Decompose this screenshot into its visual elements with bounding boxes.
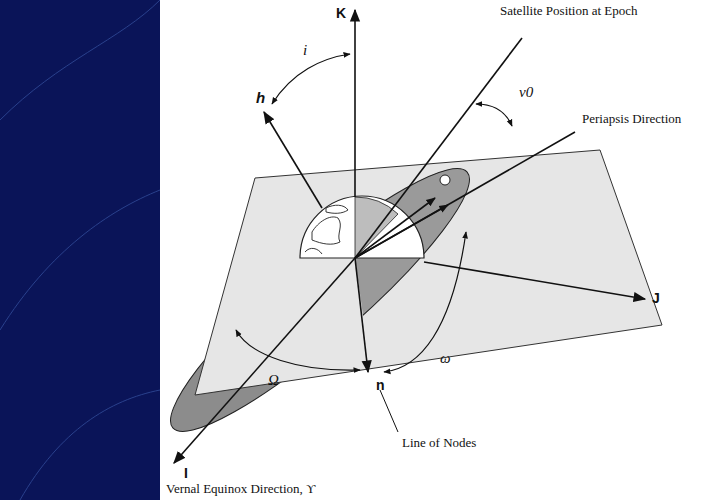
- satellite-direction: [355, 38, 522, 258]
- axis-label: J: [652, 291, 660, 306]
- axis-label: K: [336, 6, 346, 21]
- slide-decoration: [0, 0, 160, 500]
- node-longitude-arc: [236, 330, 360, 370]
- callout-label: Line of Nodes: [402, 436, 476, 450]
- j-axis: [424, 262, 645, 299]
- argument-of-periapsis-arc: [384, 232, 466, 372]
- angle-label: i: [303, 42, 307, 59]
- angle-label: ω: [440, 350, 451, 367]
- vectors: [174, 10, 645, 463]
- caption-label: Vernal Equinox Direction, ϒ: [166, 482, 315, 496]
- line-of-nodes-vector: [355, 258, 368, 372]
- orbit-ellipse-upper: [147, 142, 494, 458]
- angle-label: ν0: [519, 84, 533, 101]
- angle-arcs: [236, 54, 512, 372]
- satellite: [440, 175, 450, 185]
- vector-label: n: [376, 378, 385, 393]
- figure-panel: [160, 0, 717, 500]
- leader-line: [380, 390, 398, 432]
- inclination-arc: [272, 54, 350, 104]
- h-vector: [264, 112, 322, 208]
- position-arrow: [355, 198, 435, 258]
- i-axis: [174, 258, 355, 463]
- periapsis-arrow: [355, 205, 448, 258]
- direction-label: Satellite Position at Epoch: [500, 4, 638, 18]
- axis-label: I: [184, 466, 188, 481]
- direction-label: Periapsis Direction: [582, 112, 681, 126]
- k-axis: [354, 10, 356, 197]
- vector-label: h: [256, 90, 265, 107]
- true-anomaly-arc: [476, 104, 512, 126]
- angle-label: Ω: [268, 372, 279, 389]
